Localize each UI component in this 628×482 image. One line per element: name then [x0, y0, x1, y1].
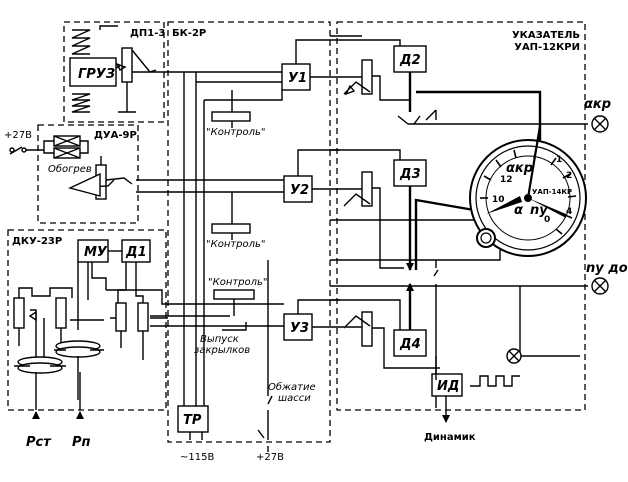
dial-model: УАП-14КР [532, 188, 572, 196]
dial-ny: ny [530, 203, 548, 218]
ny-dop-out-label: nу доп [586, 261, 628, 276]
plus27-bottom-label: +27В [256, 452, 284, 463]
alpha-kr-lamp [591, 115, 609, 133]
gruz-label: ГРУЗ [78, 67, 115, 82]
dial-tick-12: 12 [500, 175, 513, 185]
dku-block [7, 229, 167, 411]
vypusk2-label: закрылков [194, 345, 250, 356]
p-p-label: Pп [72, 435, 91, 450]
dku-title: ДКУ-23Р [12, 236, 62, 247]
dua-block [37, 124, 139, 224]
dial-gauge [469, 125, 587, 257]
bk-block [167, 21, 331, 443]
dial-alpha-kr: αкр [506, 161, 533, 176]
alpha-kr-out-label: αкр [584, 97, 611, 112]
indicator-block [336, 21, 586, 411]
u2-label: У2 [290, 183, 309, 198]
ac115-label: ~115В [180, 452, 214, 463]
id-label: ИД [437, 379, 459, 394]
dp-sensor [69, 25, 157, 113]
obzhatie1-label: Обжатие [268, 381, 316, 393]
obogrev-label: Обогрев [48, 163, 92, 175]
kontrol2-label: "Контроль" [206, 239, 266, 250]
mu-label: МУ [84, 245, 108, 260]
d1-label: Д1 [125, 245, 147, 260]
internal-lamp [506, 348, 522, 364]
u1-label: У1 [288, 71, 307, 86]
tr-label: ТР [183, 413, 202, 428]
tr-box [177, 405, 209, 433]
obzhatie2-label: шасси [278, 393, 311, 404]
indicator-title-1: УКАЗАТЕЛЬ [512, 30, 580, 41]
ny-dop-lamp [591, 277, 609, 295]
id-box [431, 373, 463, 397]
kontrol3-label: "Контроль" [208, 277, 268, 288]
dial-tick-2: 2 [566, 171, 572, 181]
d2-box [393, 45, 427, 73]
dua-title: ДУА-9Р [94, 130, 137, 141]
dial-tick-4: 4 [566, 207, 572, 217]
d4-label: Д4 [399, 337, 421, 352]
dku-circuit [13, 250, 168, 419]
dial-tick-1: 1 [556, 155, 562, 165]
kontrol1-label: "Контроль" [206, 127, 266, 138]
vypusk1-label: Выпуск [200, 334, 239, 345]
dial-tick-0: 0 [544, 215, 550, 225]
bk-wiring [106, 39, 401, 452]
dp-title: ДП1-3 [130, 28, 165, 39]
p-st-label: Pст [26, 435, 52, 450]
gruz-box [69, 57, 117, 87]
u3-label: У3 [290, 321, 309, 336]
dua-sensor [9, 135, 133, 200]
dinamik-label: Динамик [424, 432, 476, 443]
bk-title: БК-2Р [172, 28, 206, 39]
plus27-left-label: +27В [4, 130, 32, 141]
dial-tick-10: 10 [492, 195, 505, 205]
d2-label: Д2 [399, 53, 421, 68]
dial-alpha: α [514, 203, 523, 218]
indicator-wiring [330, 35, 588, 423]
indicator-title-2: УАП-12КРИ [514, 42, 580, 53]
d3-label: Д3 [399, 167, 421, 182]
